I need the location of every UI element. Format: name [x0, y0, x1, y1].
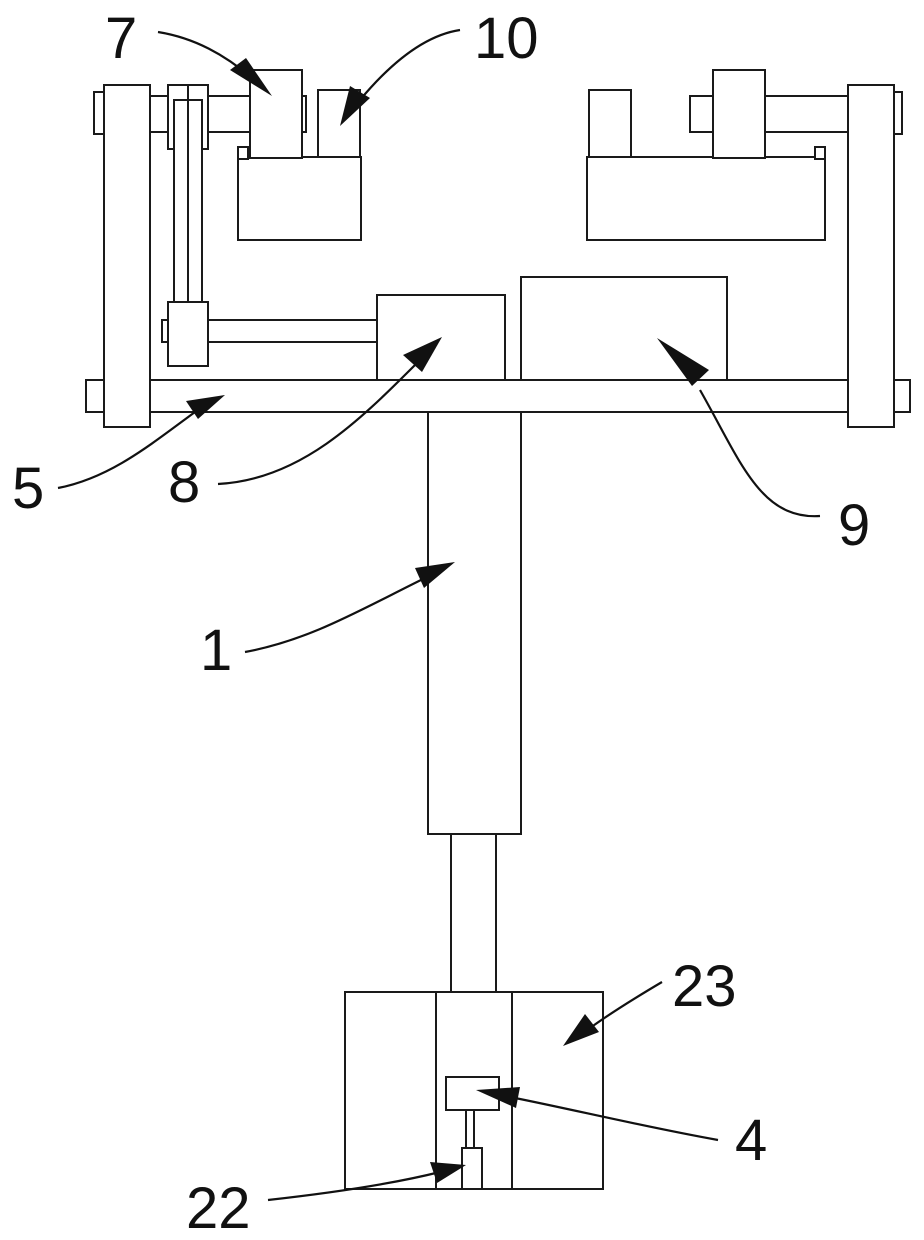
- arrow-4: [476, 1087, 520, 1108]
- left-clamp-base: [237, 156, 362, 241]
- piston-rod: [450, 833, 497, 993]
- label-7: 7: [105, 6, 137, 71]
- left-clamp-lip: [237, 146, 249, 160]
- right-roller: [712, 69, 766, 159]
- label-9: 9: [838, 493, 870, 558]
- label-8: 8: [168, 450, 200, 515]
- arrow-7: [230, 58, 272, 96]
- label-10: 10: [474, 6, 539, 71]
- label-23: 23: [672, 954, 737, 1019]
- right-clamp-lip: [814, 146, 826, 160]
- label-22: 22: [186, 1176, 251, 1240]
- right-jaw: [588, 89, 632, 158]
- label-1: 1: [200, 618, 232, 683]
- column-1: [427, 411, 522, 835]
- arrow-23: [563, 1014, 599, 1046]
- arrow-9: [657, 338, 709, 386]
- right-side-plate-front: [847, 84, 895, 428]
- component-22-rod: [465, 1109, 475, 1149]
- belt-lower-pulley-front: [167, 301, 209, 367]
- right-clamp-base: [586, 156, 826, 241]
- label-5: 5: [12, 456, 44, 521]
- left-side-plate-front: [103, 84, 151, 428]
- label-4: 4: [735, 1108, 767, 1173]
- arrow-5: [186, 395, 225, 419]
- arrow-10: [340, 86, 370, 126]
- arrow-1: [415, 562, 455, 588]
- component-22: [461, 1147, 483, 1190]
- arrow-8: [403, 337, 442, 372]
- arrow-22: [430, 1162, 466, 1183]
